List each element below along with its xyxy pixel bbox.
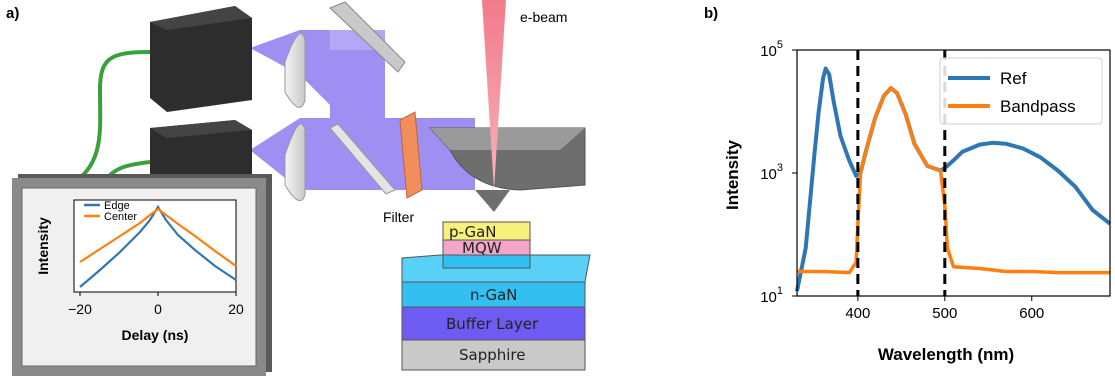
legend-label-ref: Ref (1000, 69, 1027, 88)
lens-top (284, 33, 306, 108)
y-tick-label-0: 105 (760, 39, 783, 60)
layer-label-p-gan: p-GaN (449, 223, 497, 241)
inset-ylabel: Intensity (35, 217, 51, 275)
inset-xlabel: Delay (ns) (122, 327, 189, 343)
sample-stack (401, 221, 591, 371)
layer-label-n-gan: n-GaN (470, 286, 518, 304)
mirror-top (329, 1, 406, 73)
lens-bottom (284, 123, 306, 202)
y-tick-label-1: 103 (760, 162, 783, 183)
layer-label-buffer: Buffer Layer (446, 315, 539, 333)
y-tick-exponent-2: 1 (777, 285, 783, 297)
y-tick-label-2: 101 (760, 285, 783, 306)
inset-curve-edge (79, 204, 237, 288)
inset-xtick-0: −20 (68, 301, 92, 317)
x-axis-title: Wavelength (nm) (878, 345, 1014, 364)
ebeam-cone (482, 0, 506, 190)
inset-legend-edge: Edge (104, 200, 130, 212)
panel-b: b) Intensity Wavelength (nm) 400 500 600 10… (704, 5, 1112, 364)
inset-xtick-2: 20 (228, 301, 244, 317)
legend-label-bandpass: Bandpass (1000, 97, 1076, 116)
inset-monitor: −20 0 20 Delay (ns) Intensity Edge Cente… (12, 174, 272, 376)
filter (399, 111, 423, 199)
fiber-top (68, 50, 151, 187)
ebeam-label: e-beam (520, 9, 567, 25)
x-tick-label-1: 500 (932, 305, 957, 322)
filter-label: Filter (383, 209, 414, 225)
fiber-bottom (108, 160, 151, 177)
panel-b-letter: b) (704, 5, 718, 22)
focus-tip (475, 190, 510, 212)
x-tick-label-0: 400 (845, 305, 870, 322)
inset-legend-center: Center (104, 211, 137, 223)
layer-label-mqw: MQW (462, 239, 502, 257)
x-tick-label-2: 600 (1019, 305, 1044, 322)
panel-a: a) Filter (6, 0, 591, 376)
inset-curve-center (79, 207, 237, 267)
beamsplitter (329, 123, 396, 195)
y-axis-title: Intensity (723, 140, 742, 210)
detector-top (150, 6, 252, 112)
layer-label-sapphire: Sapphire (459, 346, 526, 364)
y-tick-exponent-0: 5 (777, 39, 783, 51)
panel-a-letter: a) (6, 5, 19, 22)
y-tick-exponent-1: 3 (777, 162, 783, 174)
inset-xtick-1: 0 (154, 301, 162, 317)
parabolic-mirror-top (430, 128, 585, 150)
